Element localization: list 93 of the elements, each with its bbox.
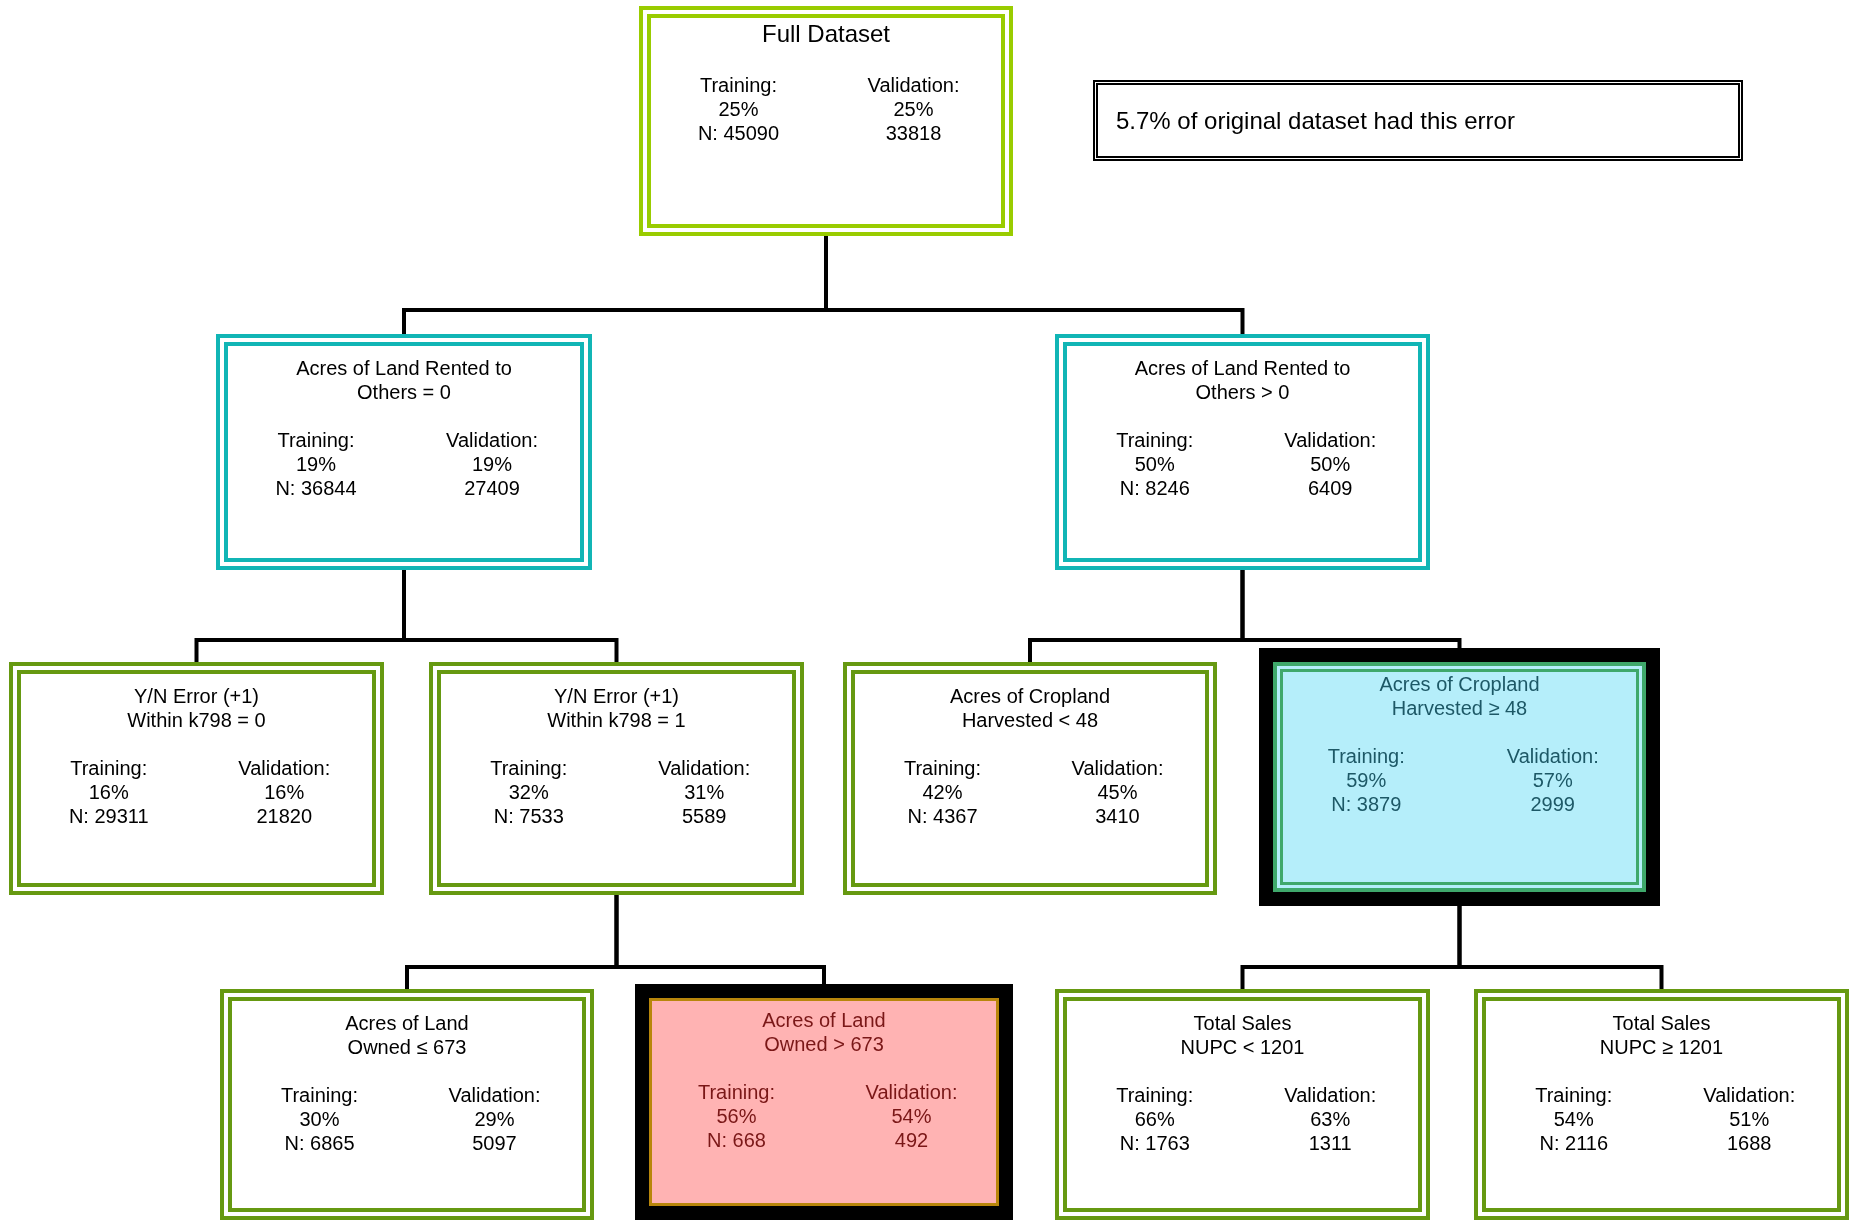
split-heading: Acres of Land Owned ≤ 673	[344, 1011, 470, 1059]
stat-value: 59%	[1346, 768, 1387, 792]
stat-value: 54%	[1553, 1107, 1594, 1131]
split-node-box	[9, 662, 384, 895]
tree-connector	[1240, 570, 1462, 648]
split-node-box	[220, 989, 594, 1220]
tree-connector	[614, 895, 826, 984]
stat-value: 16%	[264, 780, 305, 804]
stat-value: 63%	[1310, 1107, 1351, 1131]
stat-label: Validation:	[1071, 756, 1164, 780]
stat-value: 31%	[684, 780, 725, 804]
stat-value: 3410	[1095, 804, 1140, 828]
stat-value: 33818	[885, 120, 942, 145]
stat-label: Training:	[280, 1083, 359, 1107]
stat-label: Training:	[1116, 428, 1194, 452]
split-heading: Full Dataset	[760, 20, 892, 49]
stat-value: N: 29311	[68, 804, 149, 828]
split-node-box	[843, 662, 1217, 895]
split-heading: Acres of Land Rented to Others = 0	[295, 356, 513, 404]
stat-value: 30%	[299, 1107, 340, 1131]
stat-value: 19%	[296, 452, 336, 476]
stat-value: 57%	[1532, 768, 1573, 792]
stat-value: 51%	[1729, 1107, 1770, 1131]
stat-label: Validation:	[1703, 1083, 1796, 1107]
split-heading: Y/N Error (+1) Within k798 = 0	[126, 684, 267, 732]
stat-value: 29%	[474, 1107, 515, 1131]
stat-label: Validation:	[446, 428, 538, 452]
split-node-box	[1055, 989, 1430, 1220]
stat-label: Validation:	[1506, 744, 1599, 768]
stat-value: 19%	[472, 452, 512, 476]
stat-label: Validation:	[865, 1080, 958, 1104]
stat-value: 5097	[472, 1131, 517, 1155]
stat-value: 50%	[1134, 452, 1175, 476]
stat-label: Training:	[699, 72, 778, 97]
stat-value: 6409	[1308, 476, 1353, 500]
stat-label: Validation:	[448, 1083, 541, 1107]
stat-label: Validation:	[1284, 1083, 1377, 1107]
split-heading: Acres of Land Rented to Others > 0	[1133, 356, 1352, 404]
stat-value: N: 8246	[1119, 476, 1190, 500]
tree-connector	[1457, 906, 1664, 989]
split-heading: Total Sales NUPC < 1201	[1179, 1011, 1306, 1059]
stat-value: 45%	[1097, 780, 1138, 804]
stat-value: N: 1763	[1119, 1131, 1190, 1155]
stat-value: 2999	[1530, 792, 1575, 816]
stat-value: N: 36844	[275, 476, 357, 500]
split-node-box	[635, 984, 1013, 1220]
stat-value: 1311	[1308, 1131, 1352, 1155]
stat-label: Training:	[697, 1080, 776, 1104]
split-heading: Total Sales NUPC ≥ 1201	[1598, 1011, 1725, 1059]
stat-label: Validation:	[867, 72, 960, 97]
split-heading: Y/N Error (+1) Within k798 = 1	[546, 684, 687, 732]
stat-label: Training:	[277, 428, 355, 452]
stat-value: 56%	[716, 1104, 757, 1128]
split-node-box	[1474, 989, 1849, 1220]
stat-value: 16%	[88, 780, 129, 804]
stat-value: 54%	[891, 1104, 932, 1128]
stat-label: Training:	[490, 756, 568, 780]
split-node-box	[1259, 648, 1660, 906]
stat-value: N: 2116	[1539, 1131, 1609, 1155]
stat-label: Validation:	[1284, 428, 1377, 452]
stat-label: Training:	[70, 756, 148, 780]
stat-label: Training:	[903, 756, 982, 780]
stat-value: 492	[894, 1128, 929, 1152]
split-node-box	[216, 334, 592, 570]
stat-value: 27409	[464, 476, 520, 500]
note-box	[1093, 80, 1743, 161]
stat-value: 25%	[893, 96, 934, 121]
stat-value: N: 7533	[493, 804, 564, 828]
stat-value: N: 668	[707, 1128, 766, 1152]
stat-value: 21820	[256, 804, 313, 828]
stat-value: 66%	[1134, 1107, 1175, 1131]
split-node-box	[429, 662, 804, 895]
stat-value: 50%	[1310, 452, 1351, 476]
split-heading: Acres of Cropland Harvested ≥ 48	[1378, 672, 1541, 720]
stat-value: 25%	[718, 96, 759, 121]
stat-value: N: 4367	[907, 804, 978, 828]
stat-label: Training:	[1327, 744, 1405, 768]
split-heading: Acres of Land Owned > 673	[761, 1008, 887, 1056]
stat-value: N: 45090	[697, 120, 780, 145]
stat-label: Validation:	[658, 756, 751, 780]
split-node-box	[639, 6, 1013, 236]
stat-value: 5589	[682, 804, 727, 828]
stat-value: 42%	[922, 780, 963, 804]
split-heading: Acres of Cropland Harvested < 48	[948, 684, 1112, 732]
stat-label: Training:	[1116, 1083, 1194, 1107]
stat-label: Training:	[1535, 1083, 1613, 1107]
stat-value: 32%	[508, 780, 549, 804]
stat-value: N: 3879	[1331, 792, 1402, 816]
stat-label: Validation:	[238, 756, 331, 780]
stat-value: 1688	[1727, 1131, 1772, 1155]
note-text: 5.7% of original dataset had this error	[1116, 106, 1515, 135]
stat-value: N: 6865	[284, 1131, 355, 1155]
split-node-box	[1055, 334, 1430, 570]
